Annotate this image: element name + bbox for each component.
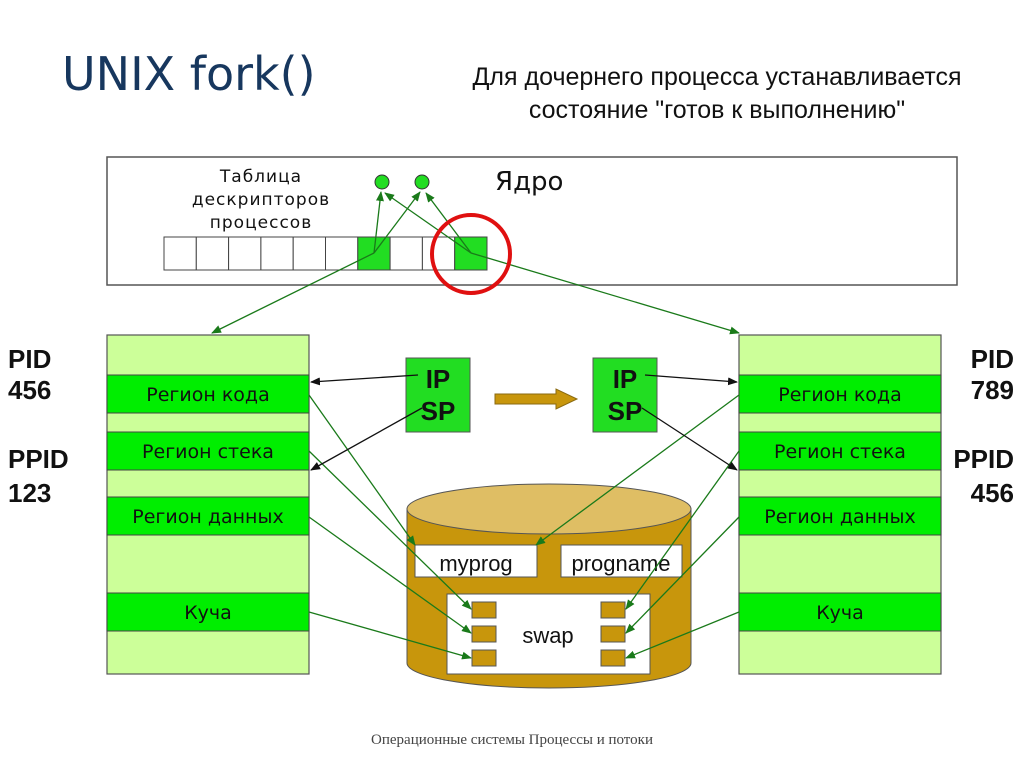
child-pid-value: 789: [971, 375, 1014, 405]
kernel-label: Ядро: [495, 167, 563, 197]
child-ppid-label: PPID: [953, 444, 1014, 474]
subtitle-line-2: состояние "готов к выполнению": [529, 96, 905, 124]
parent-region-0: [106, 374, 310, 414]
child-region-0: [738, 374, 942, 414]
process-state-dot-1: [374, 174, 390, 190]
descriptor-cell: [421, 236, 456, 271]
child-region-label: Регион данных: [764, 506, 915, 528]
child-region-1: [738, 431, 942, 471]
parent-pid-label: PID: [8, 344, 51, 374]
descriptor-cell: [292, 236, 327, 271]
parent-pid-value: 456: [8, 375, 51, 405]
descriptor-cell-active: [454, 236, 488, 271]
swap-block: [600, 601, 626, 619]
parent-region-label: Регион кода: [146, 384, 269, 406]
slide-title: UNIX fork(): [62, 47, 316, 101]
descriptor-cell: [389, 236, 423, 271]
swap-block: [471, 625, 497, 643]
highlight-circle: [430, 213, 512, 295]
parent-ppid-value: 123: [8, 478, 51, 508]
child-pid-label: PID: [971, 344, 1014, 374]
disk-cylinder: myprog progname swap: [406, 483, 692, 689]
parent-ppid-label: PPID: [8, 444, 69, 474]
child-region-label: Регион кода: [778, 384, 901, 406]
parent-sp-label: SP: [421, 396, 456, 426]
child-ip-label: IP: [613, 364, 638, 394]
child-ppid-value: 456: [971, 478, 1014, 508]
parent-region-label: Куча: [184, 602, 232, 624]
register-arrows: [310, 374, 738, 471]
file-progname: progname: [571, 551, 670, 576]
swap-block: [471, 649, 497, 667]
descriptor-cell: [325, 236, 359, 271]
subtitle-line-1: Для дочернего процесса устанавливается: [473, 63, 962, 91]
swap-block: [471, 601, 497, 619]
swap-block: [600, 649, 626, 667]
child-registers: IP SP: [592, 357, 658, 433]
process-state-dot-2: [414, 174, 430, 190]
process-descriptor-table: [163, 236, 488, 271]
parent-region-label: Регион стека: [142, 441, 274, 463]
parent-region-3: [106, 592, 310, 632]
table-label-2: дескрипторов: [192, 190, 330, 210]
descriptor-cell: [260, 236, 294, 271]
file-myprog: myprog: [439, 551, 512, 576]
child-region-2: [738, 496, 942, 536]
parent-registers: IP SP: [405, 357, 471, 433]
table-label-1: Таблица: [219, 167, 302, 187]
mapping-arrows: [211, 191, 740, 660]
parent-region-2: [106, 496, 310, 536]
parent-ip-label: IP: [426, 364, 451, 394]
child-region-label: Регион стека: [774, 441, 906, 463]
child-region-label: Куча: [816, 602, 864, 624]
kernel-box: Ядро Таблица дескрипторов процессов: [106, 156, 958, 286]
copy-arrow-icon: [494, 388, 579, 410]
descriptor-cell: [163, 236, 197, 271]
footer-text: Операционные системы Процессы и потоки: [371, 732, 653, 748]
swap-label: swap: [522, 623, 573, 648]
table-label-3: процессов: [210, 213, 312, 233]
child-sp-label: SP: [608, 396, 643, 426]
parent-region-label: Регион данных: [132, 506, 283, 528]
descriptor-cell: [195, 236, 230, 271]
swap-block: [600, 625, 626, 643]
child-region-3: [738, 592, 942, 632]
parent-region-1: [106, 431, 310, 471]
descriptor-cell: [228, 236, 262, 271]
